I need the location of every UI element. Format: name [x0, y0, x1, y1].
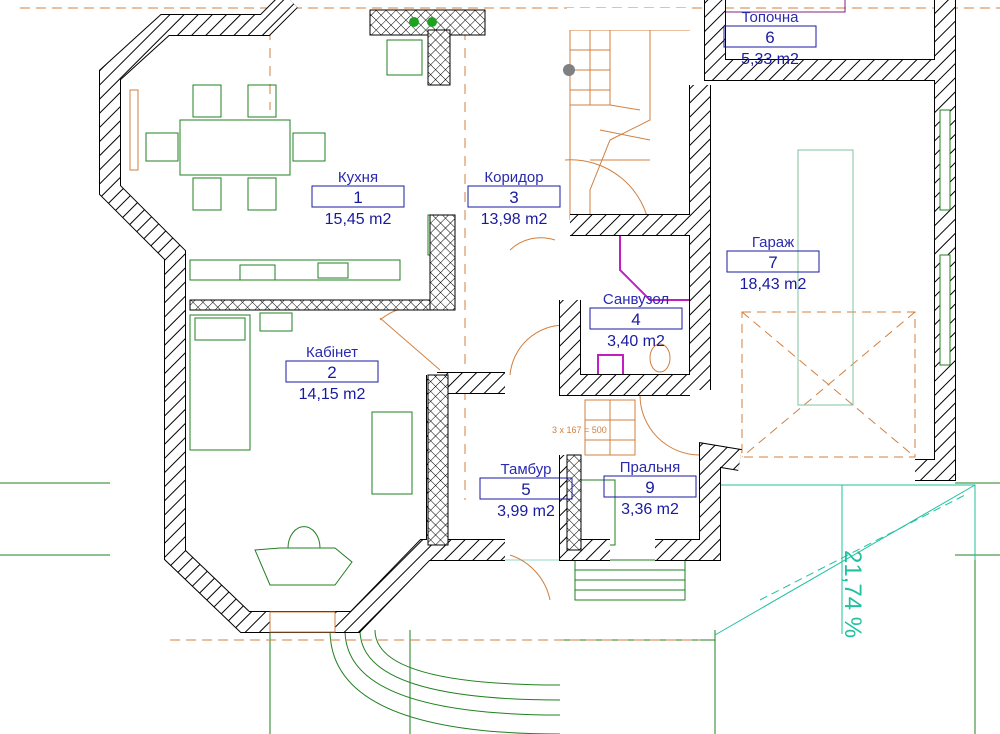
room-tag-box [723, 25, 817, 48]
room-name: Пральня [620, 459, 680, 476]
room-labels: Кухня 1 15,45 m2 Кабінет 2 14,15 m2 Коридор 3 13… [285, 9, 820, 520]
room-tag-1[interactable]: Кухня 1 15,45 m2 [311, 169, 405, 228]
stair-note: 3 x 167 = 500 [552, 425, 607, 435]
room-name: Гараж [752, 234, 794, 251]
room-area: 14,15 m2 [299, 386, 366, 403]
room-name: Топочна [742, 9, 800, 26]
room-tag-6[interactable]: Топочна 6 5,33 m2 [723, 9, 817, 68]
room-tag-box [467, 185, 561, 208]
room-area: 15,45 m2 [325, 211, 392, 228]
walls [99, 0, 956, 633]
room-tag-2[interactable]: Кабінет 2 14,15 m2 [285, 344, 379, 403]
room-tag-4[interactable]: Санвузол 4 3,40 m2 [589, 291, 683, 350]
room-number: 4 [631, 310, 640, 329]
room-name: Санвузол [603, 291, 669, 308]
room-area: 3,36 m2 [621, 501, 679, 518]
roof-slope-label: 21,74 % [839, 550, 866, 638]
desk [371, 411, 413, 495]
room-tag-box [726, 250, 820, 273]
room-area: 3,40 m2 [607, 333, 665, 350]
room-number: 7 [768, 253, 777, 272]
room-number: 2 [327, 363, 336, 382]
room-tag-box [479, 477, 573, 500]
room-name: Коридор [484, 169, 543, 186]
room-number: 9 [645, 478, 654, 497]
room-tag-9[interactable]: Пральня 9 3,36 m2 [603, 459, 697, 518]
furniture [145, 39, 854, 601]
room-tag-box [603, 475, 697, 498]
dining-table [179, 119, 291, 176]
room-area: 3,99 m2 [497, 503, 555, 520]
room-tag-box [311, 185, 405, 208]
room-number: 5 [521, 480, 530, 499]
room-tag-7[interactable]: Гараж 7 18,43 m2 [726, 234, 820, 293]
room-tag-box [285, 360, 379, 383]
room-area: 5,33 m2 [741, 51, 799, 68]
door-swings [20, 7, 1000, 641]
room-area: 13,98 m2 [481, 211, 548, 228]
room-tag-5[interactable]: Тамбур 5 3,99 m2 [479, 461, 573, 520]
room-number: 3 [509, 188, 518, 207]
room-name: Тамбур [501, 461, 552, 478]
room-tag-box [589, 307, 683, 330]
room-name: Кухня [338, 169, 378, 186]
room-number: 6 [765, 28, 774, 47]
room-area: 18,43 m2 [740, 276, 807, 293]
room-name: Кабінет [306, 344, 358, 361]
kitchen-counter [189, 259, 401, 281]
bed [189, 314, 251, 451]
room-tag-3[interactable]: Коридор 3 13,98 m2 [467, 169, 561, 228]
room-number: 1 [353, 188, 362, 207]
